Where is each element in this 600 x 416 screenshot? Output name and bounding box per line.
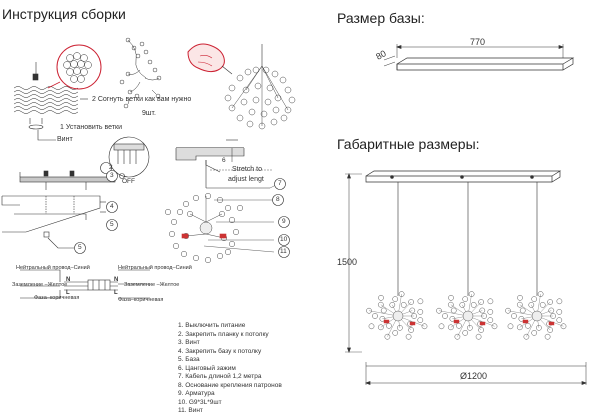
legend-item: 4. Закрепить базу к потолку (178, 347, 262, 355)
callout-9: 9 (282, 218, 286, 225)
legend-item: 6. Цанговый зажим (178, 364, 236, 372)
callout-6: 6 (222, 157, 226, 164)
pendant-drawing (505, 291, 567, 340)
wiring-ground-left: Заземление –Желтое (12, 282, 68, 288)
callout-2: 2 (109, 164, 113, 171)
count-label: 9шт. (142, 110, 156, 117)
legend-item: 7. Кабель длиной 1,2 метра (178, 373, 262, 380)
callout-5: 5 (78, 244, 82, 251)
step1-label: 1 Установить ветки (60, 124, 123, 131)
wiring-n-mark-left: N (66, 277, 71, 283)
legend-item: 10. G9*3L*9шт (178, 398, 222, 406)
stretch-label-1: Stretch to (232, 166, 262, 173)
callout-10: 10 (280, 236, 288, 243)
wiring-phase-right: Фаза–коричневая (118, 297, 164, 303)
wiring-ground-right: Заземление –Желтое (124, 282, 180, 288)
pendant-drawing (436, 291, 498, 340)
stretch-label-2: adjust lengt (228, 176, 264, 183)
height-dim: 1500 (337, 257, 358, 267)
wiring-phase-left: Фаза–коричневая (34, 295, 80, 301)
callout-3: 3 (110, 172, 114, 179)
off-label: OFF (122, 178, 135, 185)
wiring-neutral-right: Нейтральный провод–Синий (118, 265, 192, 271)
parts-legend: 1. Выключить питание 2. Закрепить планку… (178, 322, 282, 416)
legend-item: 2. Закрепить планку к потолку (178, 330, 269, 338)
wiring-neutral-left: Нейтральный провод–Синий (16, 265, 90, 271)
step2-label: 2 Согнуть ветки как вам нужно (92, 96, 192, 103)
legend-item: 3. Винт (178, 339, 200, 346)
overall-size-title: Габаритные размеры: (337, 136, 480, 152)
assembly-instructions-title: Инструкция сборки (2, 6, 126, 22)
pendant-drawing (366, 291, 428, 340)
callout-8: 8 (276, 196, 280, 203)
diameter-dim: Ø1200 (460, 371, 488, 381)
wiring-l-mark-right: L (114, 290, 118, 296)
callout-4: 4 (110, 203, 114, 210)
legend-item: 1. Выключить питание (178, 322, 246, 329)
legend-item: 9. Арматура (178, 390, 215, 397)
legend-item: 5. База (178, 356, 200, 363)
base-size-title: Размер базы: (337, 10, 425, 26)
legend-item: 11. Винт (178, 407, 203, 414)
screw-label: Винт (57, 136, 73, 143)
legend-item: 8. Основание крепления патронов (178, 381, 282, 389)
wiring-l-mark-left: L (66, 290, 70, 296)
callout-5a: 5 (110, 221, 114, 228)
wiring-n-mark-right: N (114, 277, 119, 283)
base-length-dim: 770 (470, 37, 486, 47)
callout-11: 11 (280, 248, 287, 255)
callout-7: 7 (278, 180, 282, 187)
